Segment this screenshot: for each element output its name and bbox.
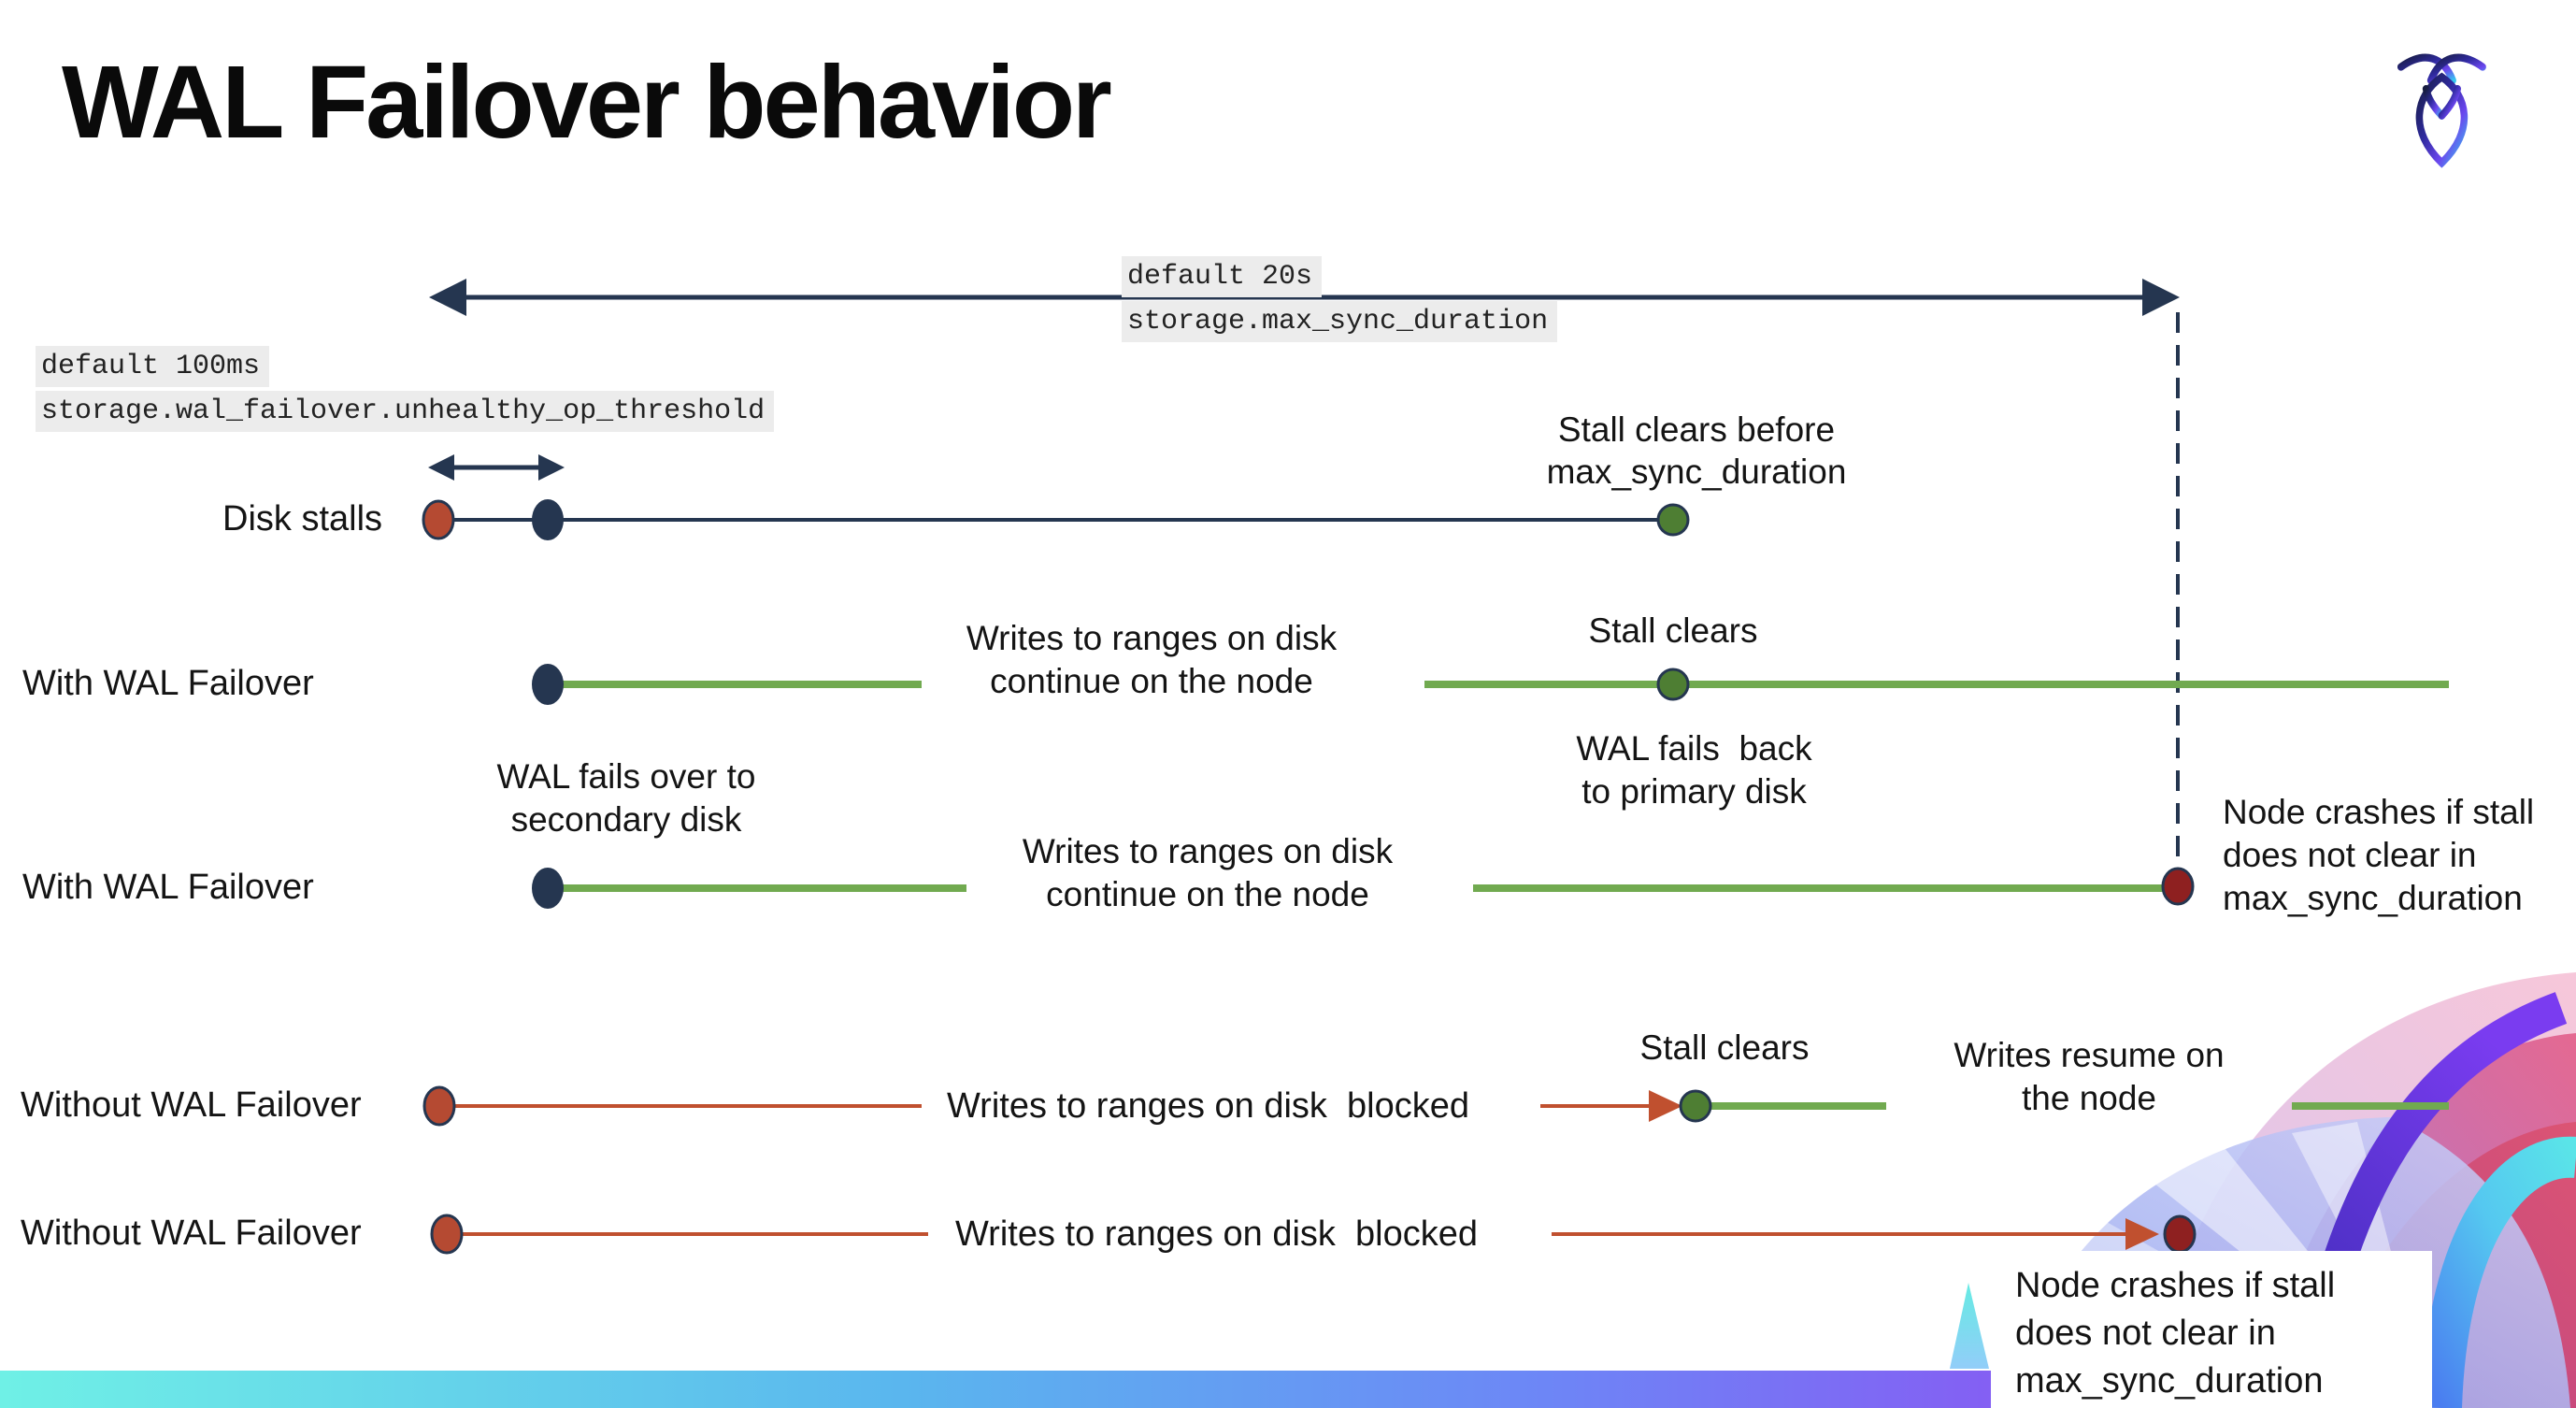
stall-clears-before-label: Stall clears before max_sync_duration [1546, 410, 1847, 491]
max-sync-duration-arrow [429, 279, 2180, 316]
unhealthy-op-threshold-arrow [428, 454, 565, 481]
row-label-disk-stalls: Disk stalls [222, 499, 383, 539]
wal-fails-over-label: WAL fails over to secondary disk [496, 757, 756, 839]
stall-clears-label-1: Stall clears [1588, 611, 1758, 650]
timeline-disk-stalls [422, 499, 1690, 540]
max-sync-duration-setting-label: default 20s storage.max_sync_duration [1122, 256, 1558, 342]
node-crash-label-2: Node crashes if stall does not clear in … [2015, 1266, 2336, 1401]
writes-blocked-label-1: Writes to ranges on disk blocked [947, 1086, 1470, 1126]
writes-blocked-label-2: Writes to ranges on disk blocked [955, 1214, 1479, 1254]
unhealthy-op-threshold-setting-label: default 100ms storage.wal_failover.unhea… [36, 346, 775, 432]
timeline-with-wal-failover-2 [532, 867, 2195, 909]
wal-fails-back-label: WAL fails back to primary disk [1576, 729, 1812, 811]
writes-continue-label-2: Writes to ranges on disk continue on the… [1022, 832, 1394, 913]
node-crash-label-1: Node crashes if stall does not clear in … [2223, 793, 2535, 917]
stall-clears-dot [1656, 668, 1690, 701]
timeline-with-wal-failover-1 [532, 664, 2449, 705]
setting-default-value: default 100ms [36, 346, 270, 387]
stall-clears-label-2: Stall clears [1639, 1028, 1810, 1067]
row-label-with-wal-failover-2: With WAL Failover [22, 868, 314, 907]
row-label-without-wal-failover-2: Without WAL Failover [21, 1214, 362, 1253]
stall-start-dot [430, 1214, 464, 1255]
row-label-with-wal-failover-1: With WAL Failover [22, 664, 314, 703]
failover-dot [532, 868, 564, 909]
setting-name: storage.max_sync_duration [1122, 301, 1558, 342]
writes-continue-label-1: Writes to ranges on disk continue on the… [966, 619, 1338, 700]
row-label-without-wal-failover-1: Without WAL Failover [21, 1085, 362, 1125]
setting-default-value: default 20s [1122, 256, 1323, 297]
failover-dot [532, 664, 564, 705]
node-crash-dot [2163, 1214, 2197, 1254]
page-title: WAL Failover behavior [62, 45, 1112, 160]
threshold-dot [532, 499, 564, 540]
setting-name: storage.wal_failover.unhealthy_op_thresh… [36, 391, 775, 432]
timeline-without-wal-failover-2 [430, 1214, 2197, 1255]
stall-start-dot [422, 1085, 456, 1127]
node-crash-callout-box: Node crashes if stall does not clear in … [1991, 1251, 2432, 1408]
timeline-without-wal-failover-1 [422, 1085, 2449, 1127]
stall-start-dot [422, 499, 455, 540]
cockroachdb-logo-icon [2397, 53, 2486, 168]
stall-clears-dot [1679, 1089, 1712, 1123]
writes-resume-label: Writes resume on the node [1953, 1036, 2225, 1117]
node-crash-dot [2161, 867, 2195, 906]
stall-clears-dot [1656, 503, 1690, 537]
